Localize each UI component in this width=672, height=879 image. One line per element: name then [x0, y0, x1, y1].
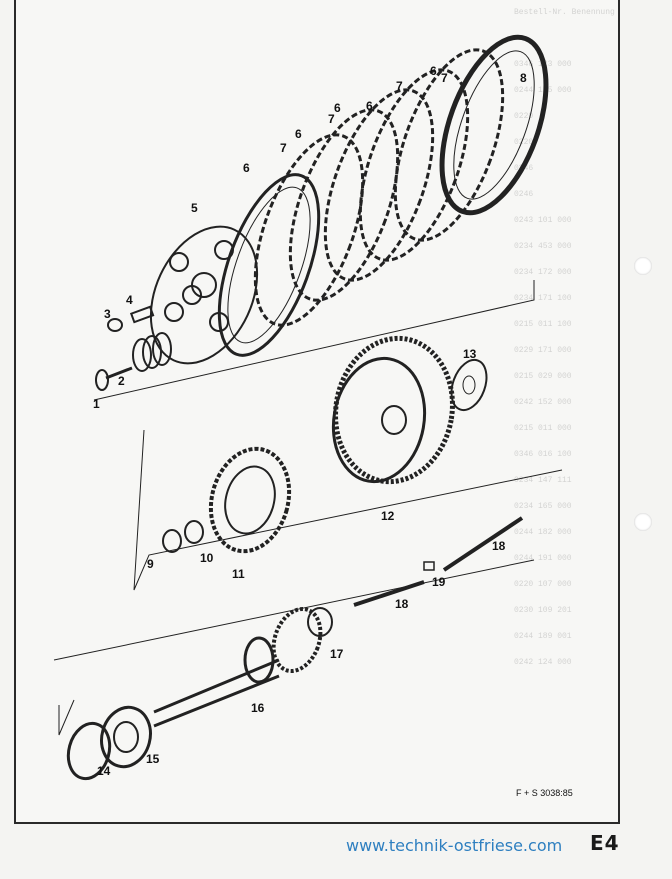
part-callout-6: 6 — [334, 101, 341, 115]
part-callout-5: 5 — [191, 201, 198, 215]
bleed-row: 0244 155 000 — [514, 86, 572, 95]
bleed-row: 0220 107 000 — [514, 580, 572, 589]
part-callout-10: 10 — [200, 551, 214, 565]
part-callout-11: 11 — [232, 567, 245, 581]
bleed-row: 0220 — [514, 138, 534, 147]
part-callout-19: 19 — [432, 575, 446, 589]
bleed-row: 0215 011 100 — [514, 320, 572, 329]
bleed-row: 0234 147 111 — [514, 476, 572, 485]
bleed-row: 0244 182 000 — [514, 528, 572, 537]
part-callout-13: 13 — [463, 347, 477, 361]
page-number: E4 — [590, 831, 620, 855]
bleed-row: 0234 172 000 — [514, 268, 572, 277]
part-callout-7: 7 — [441, 71, 448, 85]
part-callout-4: 4 — [126, 293, 133, 307]
part-callout-12: 12 — [381, 509, 395, 523]
part-callout-16: 16 — [251, 701, 265, 715]
bleed-row: 0246 — [514, 190, 534, 199]
bleed-row: 0242 124 000 — [514, 658, 572, 667]
website-url[interactable]: www.technik-ostfriese.com — [346, 836, 563, 855]
bleed-row: 0230 109 201 — [514, 606, 572, 615]
part-callout-15: 15 — [146, 752, 160, 766]
part-callout-8: 8 — [520, 71, 527, 85]
part-callout-2: 2 — [118, 374, 125, 388]
page-frame — [14, 0, 620, 824]
part-callout-1: 1 — [93, 397, 100, 411]
bleed-row: 0220 — [514, 112, 534, 121]
bleed-row: 0346 016 100 — [514, 450, 572, 459]
punch-hole-bottom — [634, 513, 652, 531]
part-callout-6: 6 — [295, 127, 302, 141]
part-callout-7: 7 — [396, 79, 403, 93]
bleed-row: 0229 171 000 — [514, 346, 572, 355]
bleed-row: 0234 453 000 — [514, 242, 572, 251]
bleed-row: 0215 011 000 — [514, 424, 572, 433]
part-callout-6: 6 — [430, 64, 437, 78]
punch-hole-top — [634, 257, 652, 275]
part-callout-6: 6 — [243, 161, 250, 175]
bleed-row: 0234 165 000 — [514, 502, 572, 511]
bleed-row: 0244 189 001 — [514, 632, 572, 641]
part-callout-7: 7 — [280, 141, 287, 155]
document-code: F + S 3038:85 — [516, 788, 573, 798]
bleed-row: 0244 191 000 — [514, 554, 572, 563]
bleed-row: 0215 029 000 — [514, 372, 572, 381]
part-callout-9: 9 — [147, 557, 154, 571]
part-callout-7: 7 — [328, 112, 335, 126]
bleed-header: Bestell-Nr. Benennung — [514, 8, 615, 17]
part-callout-18: 18 — [395, 597, 409, 611]
bleed-row: 0234 171 100 — [514, 294, 572, 303]
part-callout-6: 6 — [366, 99, 373, 113]
part-callout-18: 18 — [492, 539, 506, 553]
part-callout-3: 3 — [104, 307, 111, 321]
bleed-row: 0243 101 000 — [514, 216, 572, 225]
part-callout-17: 17 — [330, 647, 344, 661]
bleed-row: 0242 152 000 — [514, 398, 572, 407]
part-callout-14: 14 — [97, 764, 111, 778]
